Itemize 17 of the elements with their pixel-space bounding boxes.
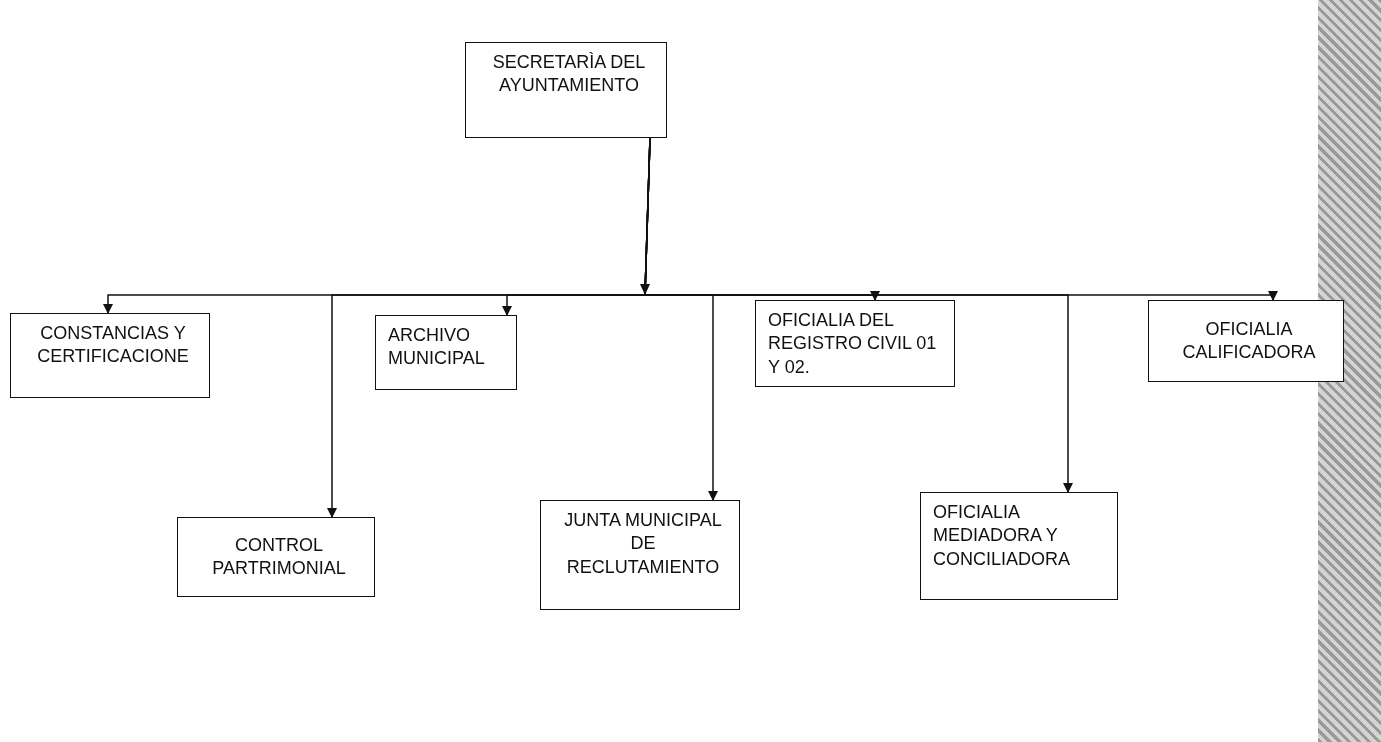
box-label: OFICIALIA MEDIADORA Y CONCILIADORA <box>933 501 1072 571</box>
org-box <box>177 517 375 597</box>
org-box <box>540 500 740 610</box>
org-box <box>920 492 1118 600</box>
box-label: JUNTA MUNICIPAL DE RECLUTAMIENTO <box>563 509 723 579</box>
org-box <box>1148 300 1344 382</box>
org-box <box>755 300 955 387</box>
org-box <box>10 313 210 398</box>
org-box <box>375 315 517 390</box>
box-label: OFICIALIA DEL REGISTRO CIVIL 01 Y 02. <box>768 309 938 379</box>
box-label: CONTROL PARTRIMONIAL <box>211 533 347 580</box>
box-label: OFICIALIA CALIFICADORA <box>1181 317 1317 364</box>
org-box <box>465 42 667 138</box>
textured-band <box>1318 0 1381 742</box>
box-label: SECRETARÌA DEL AYUNTAMIENTO <box>491 51 647 98</box>
box-label: ARCHIVO MUNICIPAL <box>388 324 486 371</box>
box-label: CONSTANCIAS Y CERTIFICACIONE <box>36 322 190 369</box>
